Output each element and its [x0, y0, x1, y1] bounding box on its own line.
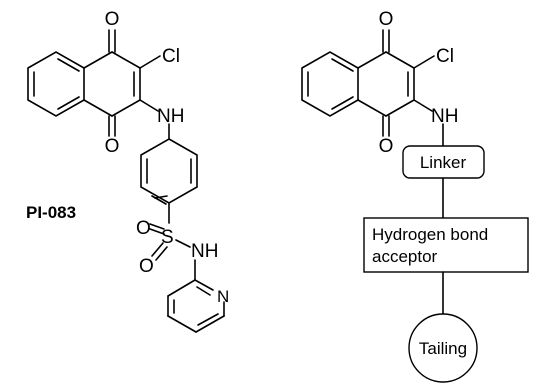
right-benzo-ring [301, 51, 359, 117]
hba-label-line1: Hydrogen bond [372, 225, 488, 244]
right-carbonyl-oxygen-top: O [379, 9, 394, 30]
right-quinone-ring [357, 29, 444, 147]
tailing-circle: Tailing [408, 313, 478, 383]
left-quinone-ring [83, 29, 170, 140]
left-sulfur-atom: S [161, 227, 174, 248]
left-sulfonyl-oxygen-1: O [136, 218, 151, 239]
left-amine-atom: NH [157, 106, 184, 127]
left-carbonyl-oxygen-top: O [105, 9, 120, 30]
left-phenyl-ring [140, 138, 198, 224]
hba-label-line2: acceptor [372, 247, 438, 266]
left-pyridine-ring [167, 279, 225, 333]
left-carbonyl-oxygen-bottom: O [105, 136, 120, 157]
left-sulfonyl-oxygen-2: O [139, 256, 154, 277]
right-molecule: O O Cl NH Linker Hydrogen bond acceptor … [301, 9, 529, 383]
hba-box: Hydrogen bond acceptor [363, 217, 529, 273]
left-chlorine-atom: Cl [162, 46, 180, 67]
left-pyridine-nitrogen: N [217, 287, 229, 306]
right-carbonyl-oxygen-bottom: O [379, 136, 394, 157]
left-sulfonamide-nh: NH [191, 241, 218, 262]
left-sulfonamide-group [149, 223, 196, 281]
compound-label: PI-083 [26, 203, 76, 222]
left-molecule: O O Cl NH O S O NH [26, 9, 229, 333]
linker-box: Linker [402, 145, 485, 179]
tailing-label: Tailing [419, 339, 467, 358]
right-chlorine-atom: Cl [436, 46, 454, 67]
linker-label: Linker [420, 153, 467, 172]
right-amine-atom: NH [431, 106, 458, 127]
left-benzo-ring [27, 51, 85, 117]
